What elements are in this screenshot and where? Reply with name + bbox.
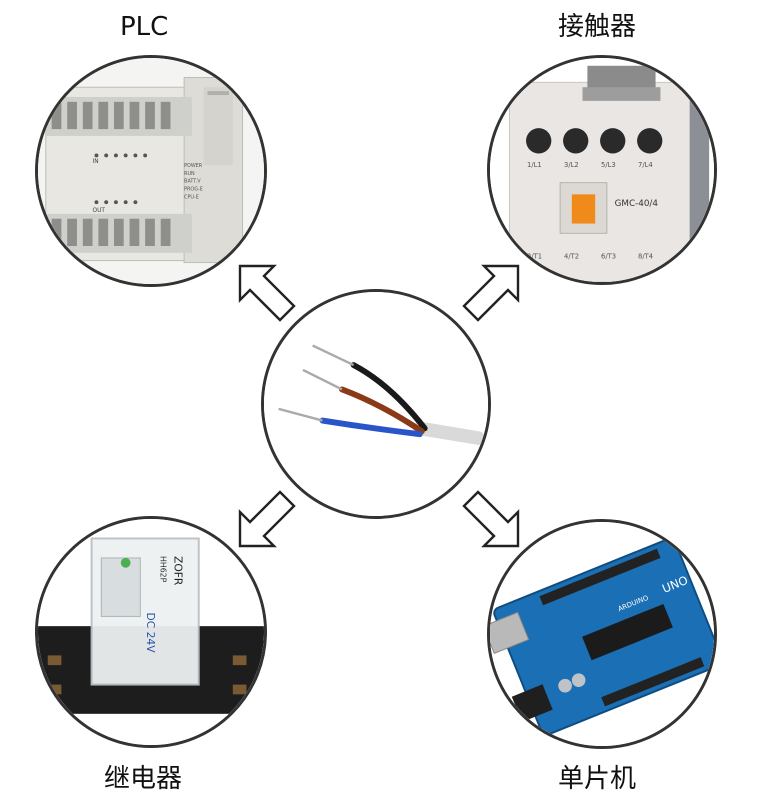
plc-status-2: BATT.V: [184, 179, 201, 185]
arrow-down-right-icon: [462, 490, 520, 548]
contactor-illustration: 1/L1 3/L2 5/L3 7/L4 GMC-40/4 2/T1 4/T2 6…: [490, 58, 714, 282]
relay-brand: ZOFR: [171, 556, 184, 586]
plc-illustration: IN OUT POWER RUN BATT.V PROG-E CPU-E: [38, 58, 264, 284]
relay-voltage: DC 24V: [144, 613, 157, 654]
arrow-up-left-icon: [238, 264, 296, 322]
relay-illustration: ZOFR HH62P DC 24V: [38, 519, 264, 745]
relay-image: ZOFR HH62P DC 24V: [35, 516, 267, 748]
contactor-top-0: 1/L1: [527, 161, 542, 169]
contactor-bottom-3: 8/T4: [638, 253, 653, 261]
contactor-bottom-2: 6/T3: [601, 253, 616, 261]
mcu-image: UNO ARDUINO: [487, 519, 717, 749]
arrow-down-left-icon: [238, 490, 296, 548]
label-mcu: 单片机: [558, 764, 637, 794]
label-plc: PLC: [120, 12, 169, 42]
contactor-top-1: 3/L2: [564, 161, 579, 169]
plc-image: IN OUT POWER RUN BATT.V PROG-E CPU-E: [35, 55, 267, 287]
wire-image: [261, 289, 491, 519]
plc-out-text: OUT: [93, 208, 106, 214]
plc-status-1: RUN: [184, 171, 195, 177]
mcu-illustration: UNO ARDUINO: [490, 522, 714, 746]
contactor-model: GMC-40/4: [615, 199, 659, 209]
relay-model: HH62P: [159, 556, 168, 583]
contactor-bottom-1: 4/T2: [564, 253, 579, 261]
plc-status-3: PROG-E: [184, 186, 203, 192]
wire-illustration: [264, 292, 488, 516]
label-relay: 继电器: [104, 764, 183, 794]
plc-status-4: CPU-E: [184, 194, 199, 200]
arrow-up-right-icon: [462, 264, 520, 322]
contactor-top-3: 7/L4: [638, 161, 653, 169]
plc-in-text: IN: [93, 159, 99, 165]
label-contactor: 接触器: [558, 12, 637, 42]
contactor-bottom-0: 2/T1: [527, 253, 542, 261]
plc-status-0: POWER: [184, 163, 203, 169]
contactor-top-2: 5/L3: [601, 161, 616, 169]
contactor-image: 1/L1 3/L2 5/L3 7/L4 GMC-40/4 2/T1 4/T2 6…: [487, 55, 717, 285]
